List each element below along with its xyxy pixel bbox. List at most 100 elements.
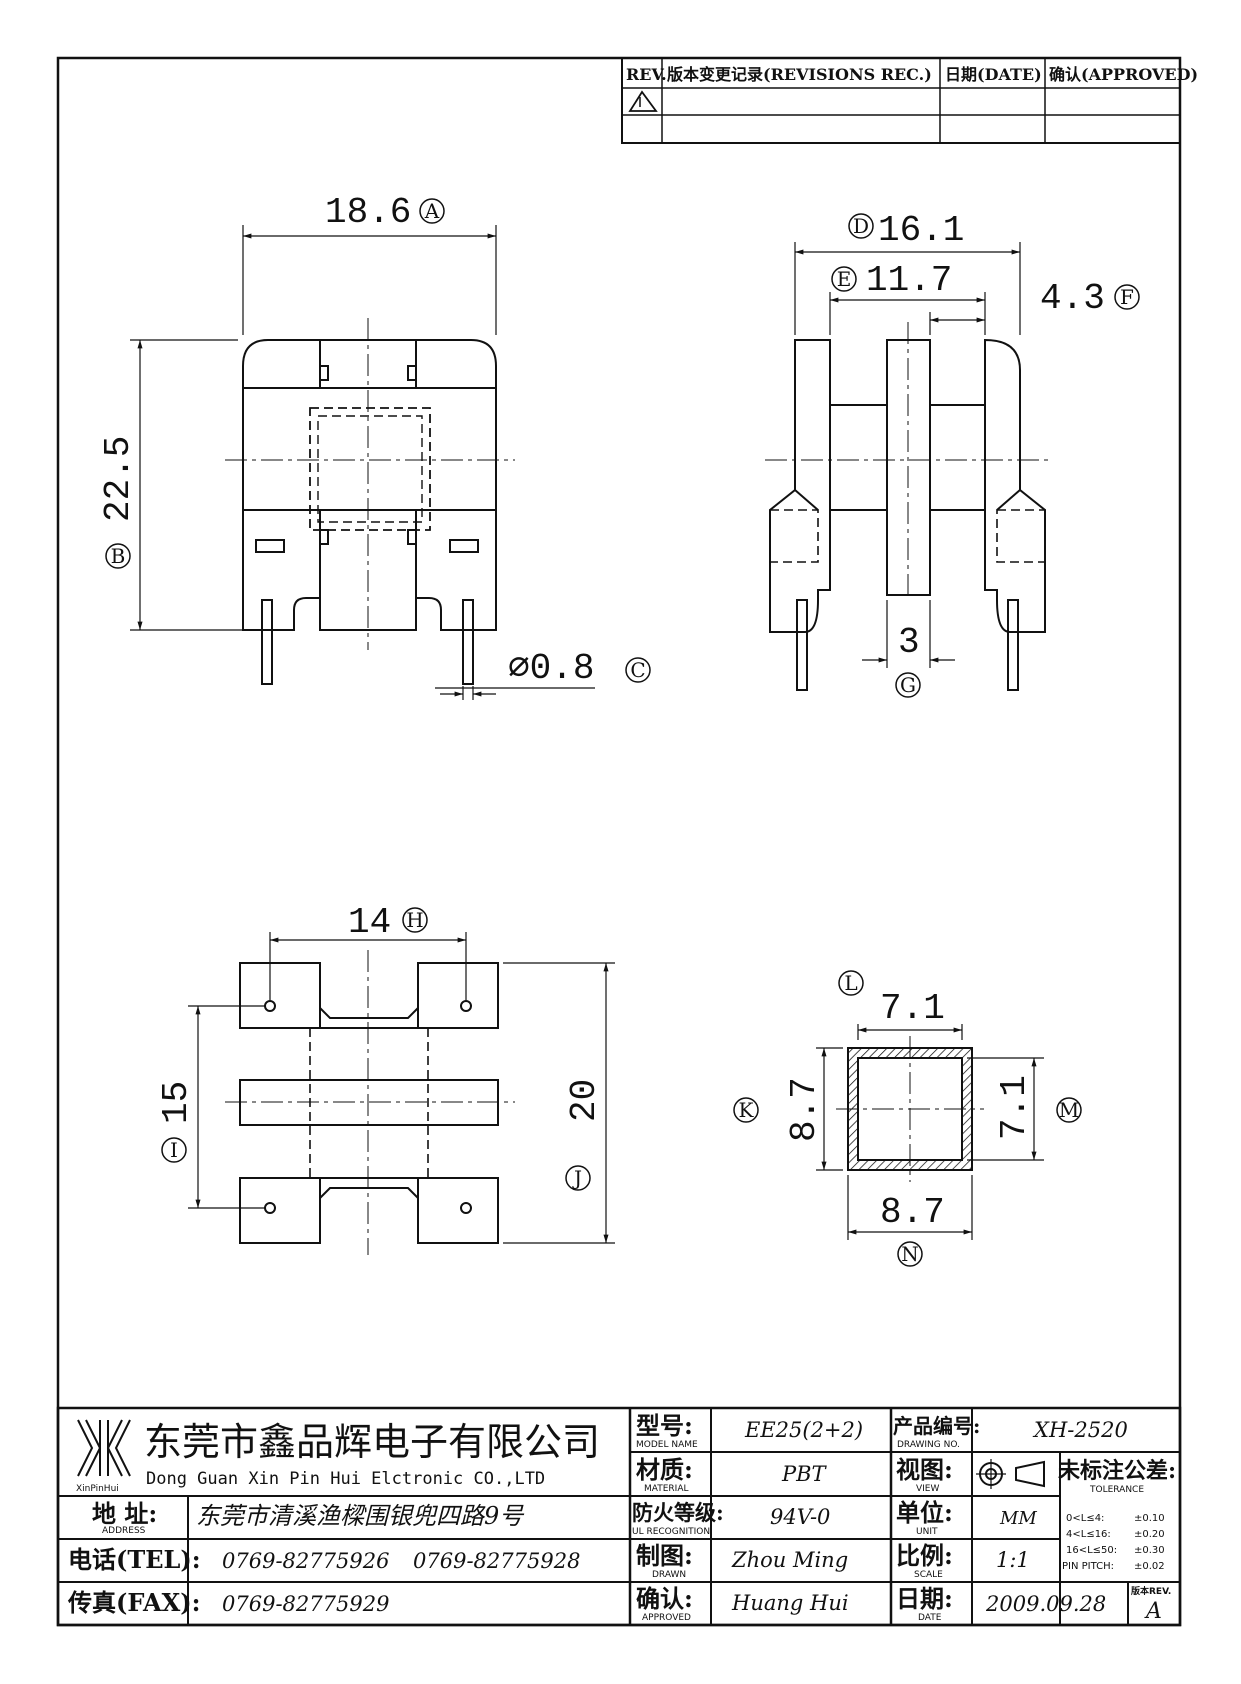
model-value: EE25(2+2) <box>744 1418 863 1442</box>
tolerance-value-2: ±0.20 <box>1134 1529 1165 1540</box>
dim-c-lines <box>435 686 595 700</box>
tolerance-value-1: ±0.10 <box>1134 1513 1165 1524</box>
fax-label: 传真(FAX): <box>67 1588 200 1617</box>
svg-text:F: F <box>1120 285 1134 309</box>
dim-l-value: 7.1 <box>880 988 945 1029</box>
material-label-en: MATERIAL <box>644 1484 689 1494</box>
dim-d-lines <box>794 242 1021 335</box>
drawing-no-value: XH-2520 <box>1032 1418 1128 1442</box>
drawn-value: Zhou Ming <box>731 1548 848 1572</box>
svg-text:C: C <box>630 658 645 682</box>
view-label-en: VIEW <box>916 1484 939 1494</box>
scale-label: 比例: <box>896 1541 953 1570</box>
dim-h-value: 14 <box>348 902 391 943</box>
fire-rating-label: 防火等级: <box>632 1500 724 1525</box>
model-label-en: MODEL NAME <box>636 1440 698 1450</box>
svg-text:M: M <box>1059 1098 1079 1122</box>
svg-text:E: E <box>837 267 852 291</box>
drawing-no-label: 产品编号: <box>893 1414 980 1438</box>
dim-i-tag: I <box>161 1137 187 1163</box>
date-label-en: DATE <box>918 1613 942 1623</box>
side-view-centerlines <box>765 322 1052 600</box>
svg-text:L: L <box>844 971 857 995</box>
revision-value: A <box>1144 1599 1162 1624</box>
tel-label: 电话(TEL): <box>68 1545 201 1574</box>
fax-value: 0769-82775929 <box>222 1592 389 1616</box>
dim-d-value: 16.1 <box>878 210 964 251</box>
dim-m-lines <box>967 1057 1044 1161</box>
dim-h-lines <box>269 932 467 1000</box>
unit-label: 单位: <box>896 1498 953 1527</box>
drawn-label: 制图: <box>636 1541 693 1570</box>
material-value: PBT <box>781 1462 828 1486</box>
revision-table <box>621 57 1181 144</box>
core-section-centerlines <box>836 1036 984 1182</box>
address-label: 地 址: <box>92 1499 157 1528</box>
dim-n-lines <box>847 1175 973 1240</box>
dim-l-tag: L <box>838 970 864 996</box>
dim-e-lines <box>829 292 986 335</box>
revisions-record-header: 版本变更记录(REVISIONS REC.) <box>666 65 932 84</box>
dim-k-tag: K <box>733 1097 759 1123</box>
svg-text:A: A <box>424 199 440 223</box>
fire-rating-value: 94V-0 <box>770 1505 830 1529</box>
tolerance-range-3: 16<L≤50: <box>1066 1545 1117 1556</box>
front-view <box>242 339 497 685</box>
svg-text:D: D <box>853 214 869 238</box>
rev-header: REV. <box>626 65 667 84</box>
dim-c-tag: C <box>625 657 651 683</box>
revision-label: 版本REV. <box>1130 1585 1171 1597</box>
dim-f-tag: F <box>1114 284 1140 310</box>
dim-a-tag: A <box>419 198 445 224</box>
dim-m-tag: M <box>1056 1097 1082 1123</box>
bottom-view <box>239 962 499 1244</box>
tolerance-value-3: ±0.30 <box>1134 1545 1165 1556</box>
company-logo <box>77 1419 131 1477</box>
revision-approved-header: 确认(APPROVED) <box>1049 65 1198 84</box>
dim-f-lines <box>929 312 985 335</box>
dim-d-tag: D <box>848 213 874 239</box>
approved-label: 确认: <box>636 1584 693 1613</box>
drawn-label-en: DRAWN <box>652 1570 686 1580</box>
dim-l-lines <box>857 1024 963 1040</box>
dim-e-value: 11.7 <box>866 260 952 301</box>
view-label: 视图: <box>896 1455 953 1484</box>
dim-n-tag: N <box>897 1241 923 1267</box>
tel2-value: 0769-82775928 <box>413 1549 580 1573</box>
dim-n-value: 8.7 <box>880 1192 945 1233</box>
projection-symbol-icon <box>976 1459 1045 1489</box>
scale-label-en: SCALE <box>914 1570 943 1580</box>
dim-f-value: 4.3 <box>1040 278 1105 319</box>
title-block-grid <box>56 1406 1182 1627</box>
date-label: 日期: <box>896 1584 953 1613</box>
dim-a-lines <box>242 225 497 335</box>
svg-text:H: H <box>406 908 423 932</box>
revision-triangle-icon <box>628 90 658 112</box>
dim-c-value: ⌀0.8 <box>508 648 594 689</box>
fire-rating-label-en: UL RECOGNITION <box>632 1527 710 1537</box>
drawing-frame <box>56 56 1182 1627</box>
approved-value: Huang Hui <box>731 1591 849 1615</box>
unit-label-en: UNIT <box>916 1527 938 1537</box>
dim-a-value: 18.6 <box>325 192 411 233</box>
dim-b-lines <box>130 339 260 631</box>
dim-g-lines <box>862 600 955 668</box>
tel1-value: 0769-82775926 <box>222 1549 389 1573</box>
svg-text:J: J <box>572 1166 582 1190</box>
material-label: 材质: <box>636 1455 693 1484</box>
dim-b-tag: B <box>105 543 131 569</box>
unit-value: MM <box>999 1508 1037 1529</box>
company-name-cn: 东莞市鑫品辉电子有限公司 <box>144 1420 600 1464</box>
dim-e-tag: E <box>831 266 857 292</box>
approved-label-en: APPROVED <box>642 1613 691 1623</box>
company-name-en: Dong Guan Xin Pin Hui Elctronic CO.,LTD <box>146 1469 545 1489</box>
scale-value: 1:1 <box>996 1548 1030 1572</box>
dim-j-lines <box>503 962 615 1244</box>
svg-text:I: I <box>170 1138 178 1162</box>
svg-text:N: N <box>901 1242 919 1266</box>
revision-date-header: 日期(DATE) <box>945 65 1042 84</box>
tolerance-range-4: PIN PITCH: <box>1062 1561 1114 1572</box>
dim-g-tag: G <box>895 672 921 698</box>
tolerance-range-1: 0<L≤4: <box>1066 1513 1104 1524</box>
